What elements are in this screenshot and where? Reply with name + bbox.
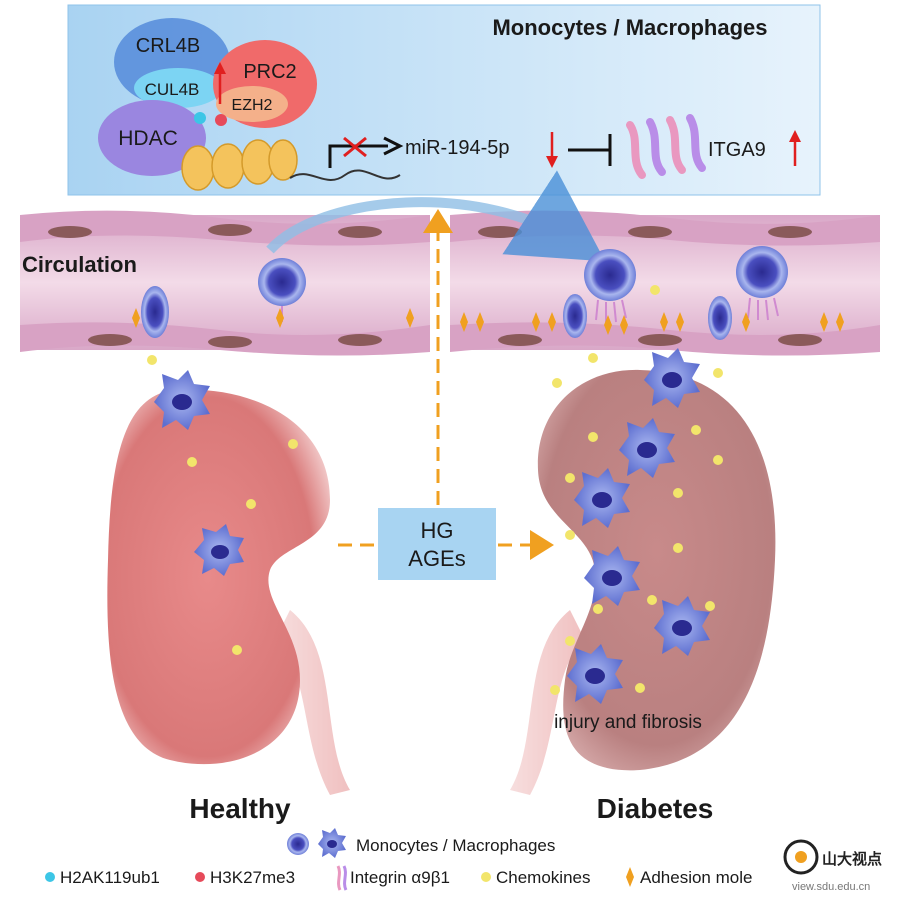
itga9-label: ITGA9: [708, 139, 766, 161]
diabetes-monocytes: [563, 246, 788, 340]
adhesion-molecules-healthy: [132, 308, 414, 328]
h3k27me3-mark: [215, 114, 227, 126]
vessel-left: [20, 210, 430, 356]
inhibition-line: [568, 134, 612, 166]
monocyte-legend-icon: [287, 833, 309, 855]
healthy-label: Healthy: [189, 793, 291, 824]
chemokine-legend-icon: [481, 872, 491, 882]
watermark-url: view.sdu.edu.cn: [792, 881, 870, 893]
legend-chemokines: Chemokines: [496, 868, 591, 887]
hg-label: HG: [421, 518, 454, 543]
legend-h3k: H3K27me3: [210, 868, 295, 887]
watermark-logo-icon: [783, 839, 819, 875]
ezh2-subunit: [216, 86, 288, 122]
legend-adhesion: Adhesion mole: [640, 868, 752, 887]
cul4b-label: CUL4B: [145, 80, 200, 99]
legend: Monocytes / Macrophages H2AK119ub1 H3K27…: [45, 828, 752, 891]
diabetes-label: Diabetes: [597, 793, 714, 824]
header-panel: Monocytes / Macrophages CRL4B CUL4B PRC2…: [67, 4, 821, 196]
circulation-label: Circulation: [22, 252, 137, 277]
crl4b-label: CRL4B: [136, 35, 200, 57]
watermark: 山大视点 view.sdu.edu.cn: [783, 839, 882, 893]
blocked-promoter-arrow: [328, 136, 404, 168]
ezh2-label: EZH2: [232, 97, 273, 114]
legend-h2ak: H2AK119ub1: [60, 868, 160, 887]
cul4b-subunit: [134, 68, 222, 108]
migration-arrow: [266, 170, 606, 262]
header-title: Monocytes / Macrophages: [492, 15, 767, 40]
legend-integrin: Integrin α9β1: [350, 868, 450, 887]
hdac-complex: [98, 100, 206, 176]
integrin-legend-icon: [336, 865, 348, 891]
vessel-right: [450, 210, 880, 356]
injury-label: injury and fibrosis: [554, 712, 702, 733]
itga9-up-arrow: [789, 130, 801, 166]
macrophage-legend-icon: [318, 828, 346, 858]
h2ak119ub1-mark: [194, 112, 206, 124]
legend-monocytes: Monocytes / Macrophages: [356, 836, 555, 855]
mirna-down-arrow: [546, 132, 558, 168]
h2ak119ub1-legend-icon: [45, 872, 55, 882]
ages-label: AGEs: [408, 546, 465, 571]
hdac-label: HDAC: [118, 127, 178, 150]
chemokines: [147, 285, 723, 695]
adhesion-molecules-diabetes: [460, 312, 844, 335]
cul4b-up-arrow: [214, 62, 226, 104]
watermark-brand: 山大视点: [822, 850, 882, 868]
adhesion-legend-icon: [626, 867, 634, 887]
healthy-monocytes: [141, 258, 306, 338]
integrin-strands: [626, 114, 706, 179]
nucleosome-array: [181, 139, 401, 191]
mirna-label: miR-194-5p: [405, 137, 509, 159]
prc2-label: PRC2: [243, 61, 296, 83]
h3k27me3-legend-icon: [195, 872, 205, 882]
macrophages: [154, 348, 710, 704]
healthy-kidney: [107, 389, 350, 795]
hg-ages-box: HG AGEs: [378, 508, 496, 580]
